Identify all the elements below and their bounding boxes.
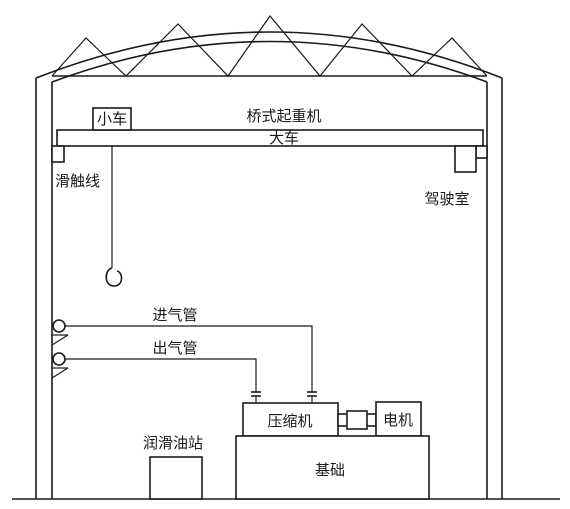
inlet-pipe — [65, 325, 313, 392]
roof-truss — [51, 15, 488, 77]
coupling — [337, 410, 377, 430]
motor-label: 电机 — [383, 411, 413, 429]
trolley-line-label: 滑触线 — [55, 172, 100, 190]
compressor-label: 压缩机 — [267, 412, 312, 430]
inlet-pipe-label: 进气管 — [152, 306, 197, 324]
trolley-label: 小车 — [97, 110, 127, 128]
crane-bridge-beam — [56, 129, 484, 147]
lube-station-box — [149, 456, 203, 500]
lube-station-label: 润滑油站 — [143, 434, 203, 452]
cab-label: 驾驶室 — [424, 190, 469, 208]
left-end-bracket — [51, 145, 65, 163]
pipe-flanges — [251, 391, 317, 403]
operator-cab — [454, 145, 477, 173]
crane-label: 桥式起重机 — [246, 107, 321, 125]
outlet-pipe-label: 出气管 — [152, 339, 197, 357]
building-walls — [35, 78, 503, 499]
outlet-pipe — [65, 358, 257, 392]
bridge-label: 大车 — [269, 129, 299, 147]
crane-hook — [105, 146, 123, 287]
compressor-box — [242, 402, 339, 437]
right-end-bracket — [475, 145, 488, 159]
foundation-label: 基础 — [315, 461, 345, 479]
foundation-block — [235, 435, 430, 500]
inlet-pipe-support — [51, 319, 69, 346]
trolley-box — [92, 107, 132, 131]
outlet-pipe-support — [51, 352, 69, 379]
motor-box — [375, 401, 422, 437]
